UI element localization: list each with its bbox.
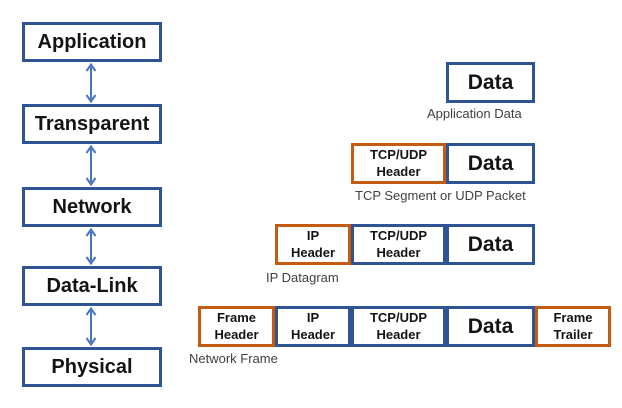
layer-box-application: Application [22, 22, 162, 62]
layer-label-application: Application [37, 30, 147, 53]
encap-box-tcp-udp-header: TCP/UDP Header [351, 306, 446, 347]
caption-tcp-segment: TCP Segment or UDP Packet [355, 188, 526, 203]
layer-label-network: Network [52, 195, 132, 218]
encap-box-tcp-udp-header: TCP/UDP Header [351, 224, 446, 265]
encap-box-frame-trailer: Frame Trailer [535, 306, 611, 347]
encap-box-ip-header: IP Header [275, 224, 351, 265]
encap-box-label: Data [467, 314, 514, 338]
layer-box-transparent: Transparent [22, 104, 162, 144]
encap-box-tcp-udp-header: TCP/UDP Header [351, 143, 446, 184]
double-arrow-icon [85, 144, 97, 187]
encap-box-data: Data [446, 224, 535, 265]
double-arrow-icon [85, 306, 97, 347]
caption-network-frame: Network Frame [189, 351, 278, 366]
encap-box-data: Data [446, 62, 535, 103]
encap-box-label: Frame Trailer [553, 310, 593, 342]
encap-row-application-data: Data [446, 62, 535, 103]
encap-box-label: TCP/UDP Header [369, 310, 428, 342]
encap-box-label: Data [467, 151, 514, 175]
encap-box-label: TCP/UDP Header [369, 147, 428, 179]
double-arrow-icon [85, 227, 97, 266]
layer-box-physical: Physical [22, 347, 162, 387]
encap-row-network-frame: Frame Header IP Header TCP/UDP Header Da… [198, 306, 611, 347]
double-arrow-icon [85, 62, 97, 104]
encap-box-label: IP Header [290, 310, 336, 342]
encap-box-label: Data [467, 232, 514, 256]
layer-box-network: Network [22, 187, 162, 227]
encap-box-label: Frame Header [214, 310, 259, 342]
encap-box-ip-header: IP Header [275, 306, 351, 347]
encap-box-frame-header: Frame Header [198, 306, 275, 347]
encap-row-ip-datagram: IP Header TCP/UDP Header Data [275, 224, 535, 265]
encap-box-label: IP Header [290, 228, 336, 260]
layer-box-data-link: Data-Link [22, 266, 162, 306]
encap-box-label: Data [467, 70, 514, 94]
layer-label-data-link: Data-Link [46, 274, 138, 297]
encap-box-data: Data [446, 306, 535, 347]
layer-label-transparent: Transparent [34, 112, 150, 135]
encap-row-tcp-segment: TCP/UDP Header Data [351, 143, 535, 184]
caption-ip-datagram: IP Datagram [266, 270, 339, 285]
encap-box-data: Data [446, 143, 535, 184]
encap-box-label: TCP/UDP Header [369, 228, 428, 260]
layer-label-physical: Physical [51, 355, 133, 378]
caption-application-data: Application Data [427, 106, 522, 121]
